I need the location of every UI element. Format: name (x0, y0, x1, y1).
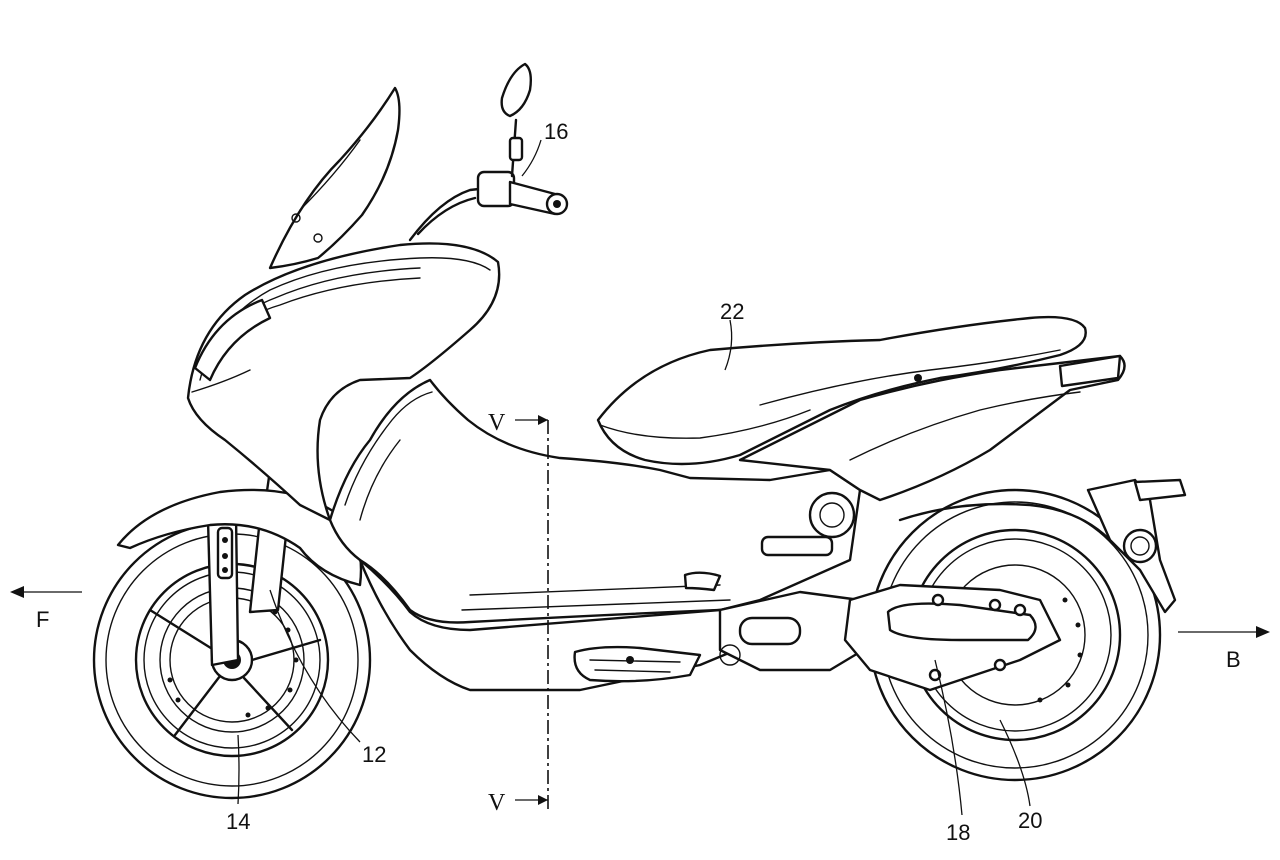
section-label-bottom: V (488, 790, 506, 816)
front-direction-label: F (36, 607, 49, 632)
rear-body (738, 354, 1126, 502)
ref-label-front-fork: 12 (362, 742, 386, 767)
ref-label-swing-arm: 18 (946, 820, 970, 845)
windshield (268, 86, 401, 270)
ref-label-front-wheel: 14 (226, 809, 250, 834)
mid-body (328, 378, 862, 624)
seat (596, 315, 1087, 466)
front-direction-arrow (10, 586, 82, 598)
motor-unit (573, 491, 882, 683)
back-direction-arrow (1178, 626, 1270, 638)
front-cowl (186, 242, 501, 522)
ref-label-seat: 22 (720, 299, 744, 324)
handlebar (408, 118, 569, 242)
mirror (500, 62, 533, 118)
ref-label-rear-wheel: 20 (1018, 808, 1042, 833)
rear-fender (898, 478, 1187, 614)
back-direction-label: B (1226, 647, 1241, 672)
section-label-top: V (488, 410, 506, 436)
swing-arm (843, 583, 1062, 692)
section-line-v (515, 415, 549, 810)
leader-lines (237, 139, 1031, 816)
ref-label-handlebar: 16 (544, 119, 568, 144)
front-fender (116, 488, 363, 587)
